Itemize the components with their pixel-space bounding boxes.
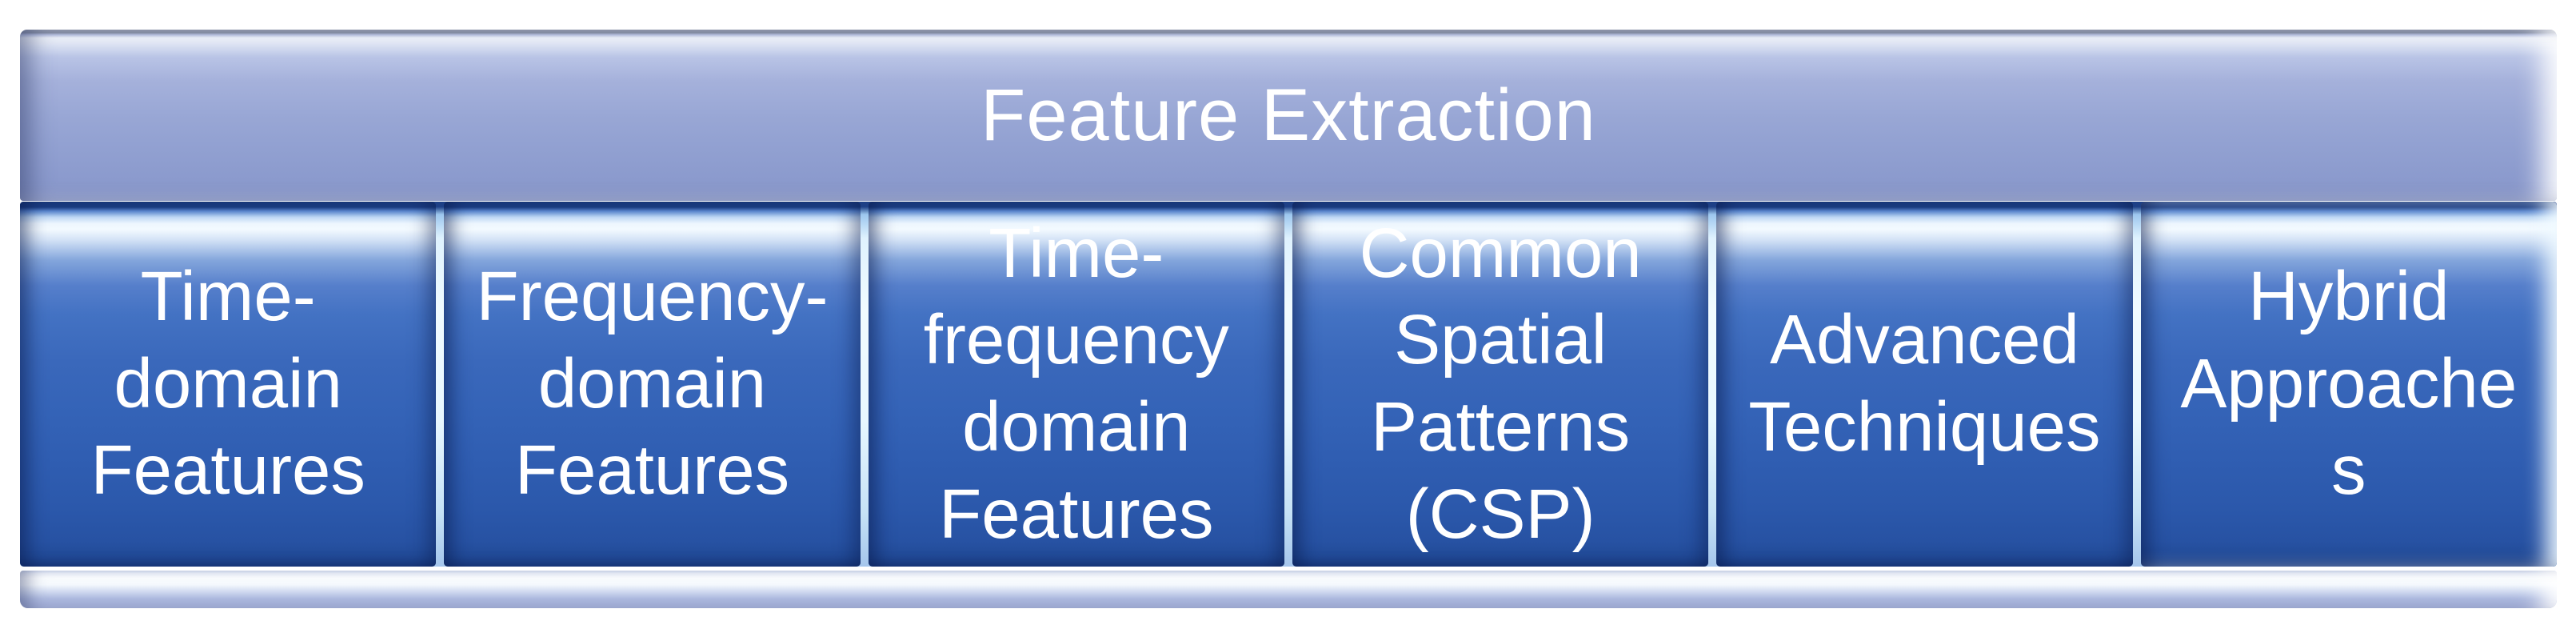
- feature-box-time-domain: Time- domain Features: [20, 202, 437, 567]
- category-row: Time- domain Features Frequency- domain …: [20, 202, 2557, 567]
- feature-box-csp: Common Spatial Patterns (CSP): [1292, 202, 1709, 567]
- feature-extraction-diagram: Feature Extraction Time- domain Features…: [20, 30, 2557, 608]
- header-bar: Feature Extraction: [20, 30, 2557, 201]
- feature-box-advanced-techniques: Advanced Techniques: [1716, 202, 2133, 567]
- feature-box-label: Hybrid Approache s: [2180, 257, 2518, 510]
- footer-bar: [20, 571, 2557, 608]
- feature-box-label: Time- domain Features: [90, 257, 365, 510]
- feature-box-frequency-domain: Frequency- domain Features: [444, 202, 861, 567]
- diagram-title: Feature Extraction: [980, 74, 1596, 156]
- feature-box-label: Advanced Techniques: [1748, 301, 2101, 466]
- feature-box-label: Common Spatial Patterns (CSP): [1359, 214, 1642, 553]
- feature-box-hybrid-approaches: Hybrid Approache s: [2140, 202, 2557, 567]
- feature-box-label: Frequency- domain Features: [476, 257, 829, 510]
- feature-box-time-frequency-domain: Time- frequency domain Features: [868, 202, 1284, 567]
- feature-box-label: Time- frequency domain Features: [923, 214, 1229, 553]
